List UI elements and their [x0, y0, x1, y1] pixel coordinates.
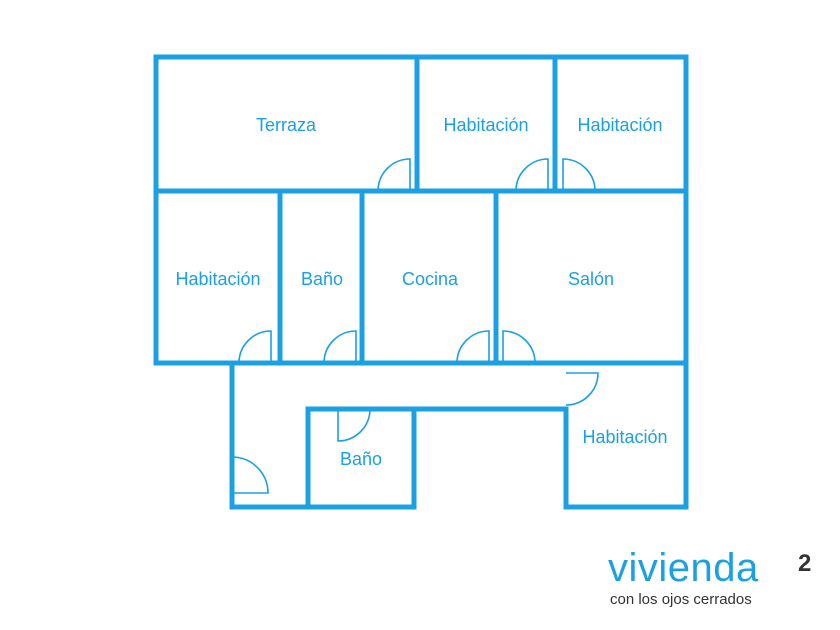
- room-label-habitacion-right: Habitación: [582, 427, 667, 447]
- room-labels: Terraza Habitación Habitación Habitación…: [175, 115, 667, 469]
- room-label-bano-upper: Baño: [301, 269, 343, 289]
- door-terrace: [377, 158, 411, 192]
- room-label-cocina: Cocina: [402, 269, 459, 289]
- room-label-bano-lower: Baño: [340, 449, 382, 469]
- door-bath-upper: [323, 330, 357, 364]
- wall-right-bedroom: [563, 360, 689, 510]
- wall-lower-bath: [305, 406, 417, 510]
- room-label-habitacion-top-1: Habitación: [443, 115, 528, 135]
- wall-hall-left: [229, 360, 311, 510]
- door-entrance: [231, 456, 269, 494]
- walls: [153, 54, 689, 510]
- logo-wordmark: vivienda: [608, 546, 759, 590]
- door-bedroom-right: [565, 372, 599, 406]
- door-kitchen: [456, 330, 490, 364]
- room-label-salon: Salón: [568, 269, 614, 289]
- door-bedroom-top-1: [515, 158, 549, 192]
- door-bath-lower: [337, 408, 371, 442]
- doors: [231, 158, 599, 494]
- outer-wall-upper: [153, 54, 689, 366]
- room-label-terraza: Terraza: [256, 115, 317, 135]
- door-bedroom-left: [238, 330, 272, 364]
- logo-superscript: 2: [798, 550, 812, 577]
- room-label-habitacion-top-2: Habitación: [577, 115, 662, 135]
- room-label-habitacion-left: Habitación: [175, 269, 260, 289]
- logo-tagline: con los ojos cerrados: [610, 591, 752, 608]
- door-salon: [502, 330, 536, 364]
- door-bedroom-top-2: [562, 158, 596, 192]
